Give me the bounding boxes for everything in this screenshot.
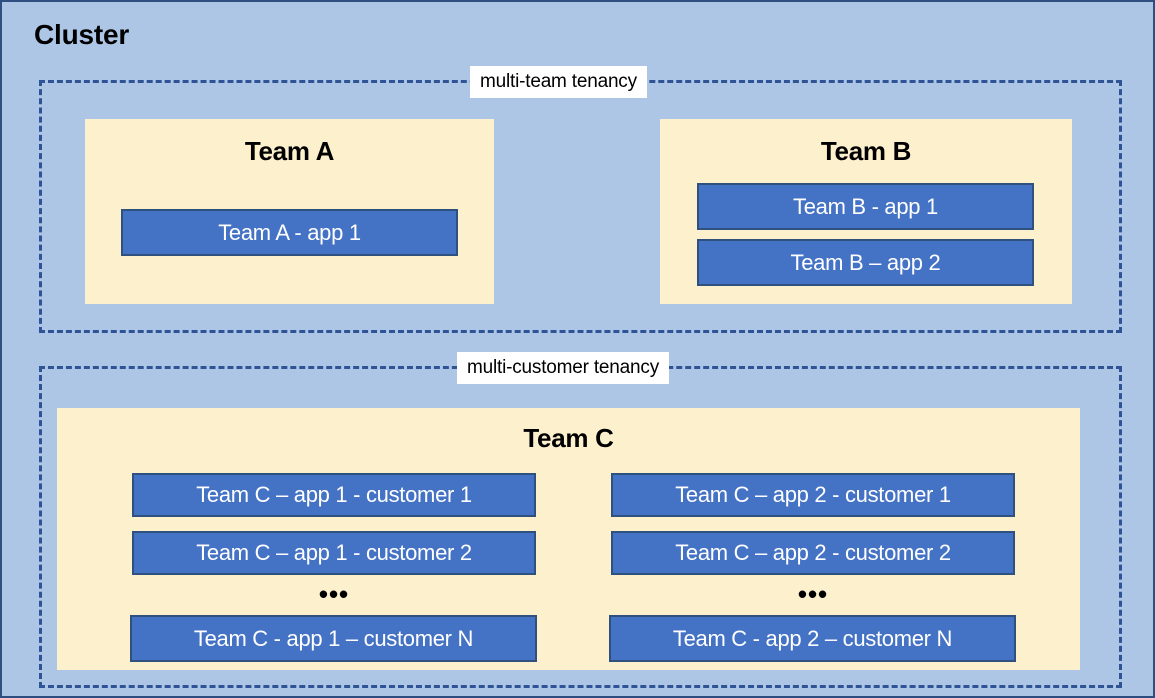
app-chip-team-c-app-1-customer-1[interactable]: Team C – app 1 - customer 1 [132,473,536,517]
team-c-title: Team C [523,423,614,453]
app-chip-team-c-app-2-customer-n[interactable]: Team C - app 2 – customer N [609,615,1016,662]
team-a-title: Team A [244,136,335,166]
team-b-title: Team B [820,136,912,166]
app-chip-team-c-app-1-customer-2[interactable]: Team C – app 1 - customer 2 [132,531,536,575]
multi-customer-tenancy-label: multi-customer tenancy [457,352,670,384]
ellipsis-app-2: ••• [797,579,829,609]
app-chip-team-b-app-2[interactable]: Team B – app 2 [697,239,1034,286]
app-chip-team-c-app-2-customer-1[interactable]: Team C – app 2 - customer 1 [611,473,1015,517]
app-chip-team-c-app-2-customer-2[interactable]: Team C – app 2 - customer 2 [611,531,1015,575]
multi-team-tenancy-label: multi-team tenancy [470,66,647,98]
app-chip-team-c-app-1-customer-n[interactable]: Team C - app 1 – customer N [130,615,537,662]
team-b-box: Team B Team B - app 1 Team B – app 2 [660,119,1072,304]
team-c-box: Team C Team C – app 1 - customer 1 Team … [57,408,1080,670]
cluster-title: Cluster [34,19,130,50]
team-a-box: Team A Team A - app 1 [85,119,494,304]
app-chip-team-b-app-1[interactable]: Team B - app 1 [697,183,1034,230]
app-chip-team-a-app-1[interactable]: Team A - app 1 [121,209,458,256]
ellipsis-app-1: ••• [318,579,350,609]
